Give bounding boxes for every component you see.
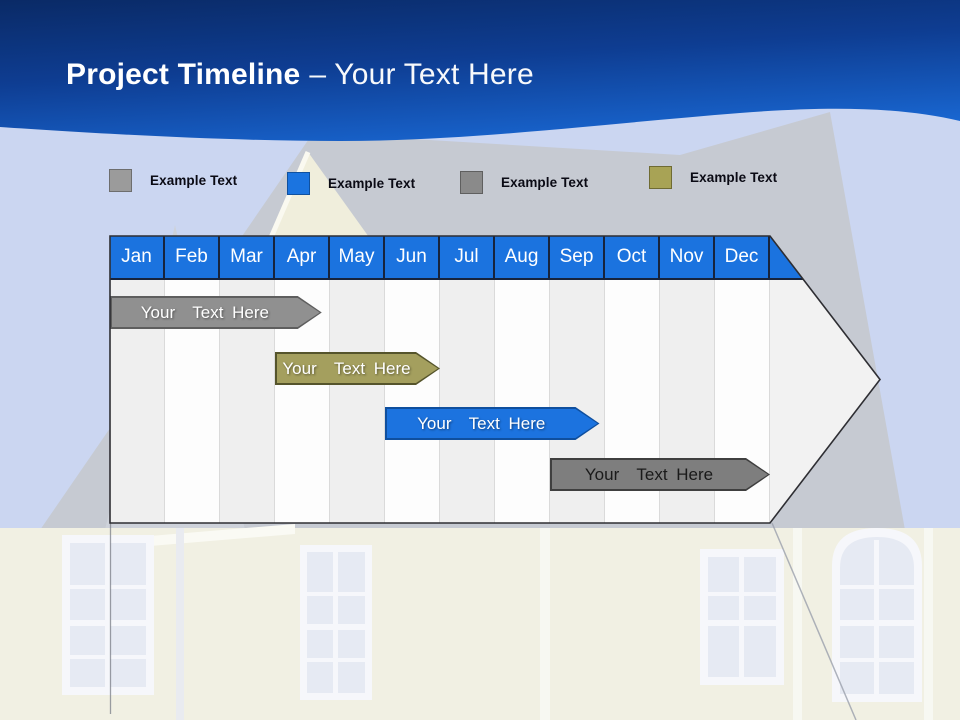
legend-label: Example Text	[150, 172, 238, 188]
timeline-bar-fill: Your Text Here	[552, 460, 768, 489]
wall-trim	[176, 528, 184, 720]
slide-title: Project Timeline– Your Text Here	[66, 58, 534, 92]
timeline-bar: Your Text Here	[550, 458, 770, 491]
timeline-bar-fill: Your Text Here	[112, 298, 320, 327]
legend-label: Example Text	[328, 175, 416, 191]
window	[62, 535, 154, 695]
legend-item: Example Text	[109, 168, 238, 192]
legend-swatch	[109, 168, 132, 192]
timeline-bar: Your Text Here	[275, 352, 440, 385]
legend-label: Example Text	[690, 169, 778, 185]
window	[300, 545, 372, 700]
month-column-jun	[385, 280, 440, 523]
timeline-bar-label: Your Text Here	[417, 413, 546, 433]
month-cell-mar: Mar	[220, 236, 275, 278]
legend-label: Example Text	[501, 174, 589, 190]
month-column-may	[330, 280, 385, 523]
month-cell-jan: Jan	[110, 236, 165, 278]
wall-trim	[540, 528, 550, 720]
wall-trim	[924, 528, 933, 720]
month-column-jul	[440, 280, 495, 523]
wall-trim	[793, 528, 802, 720]
legend-item: Example Text	[649, 165, 778, 189]
house-wall	[0, 528, 960, 720]
legend-item: Example Text	[287, 171, 416, 195]
slide-title-bold: Project Timeline	[66, 58, 301, 91]
timeline-bar-label: Your Text Here	[140, 302, 269, 322]
month-cell-may: May	[330, 236, 385, 278]
timeline-bar-fill: Your Text Here	[277, 354, 438, 383]
timeline-bar: Your Text Here	[385, 407, 600, 440]
legend: Example Text Example Text Example Text Exam…	[0, 0, 960, 195]
window	[832, 528, 922, 702]
timeline-bar: Your Text Here	[110, 296, 322, 329]
legend-swatch	[649, 165, 672, 189]
slide-title-rest: – Your Text Here	[309, 58, 534, 91]
arrow-tip-area	[770, 280, 880, 523]
legend-item: Example Text	[460, 170, 589, 194]
month-cell-jun: Jun	[385, 236, 440, 278]
window	[700, 549, 784, 685]
month-cell-feb: Feb	[165, 236, 220, 278]
fascia-board	[150, 524, 295, 546]
month-cell-jul: Jul	[440, 236, 495, 278]
month-cell-sep: Sep	[550, 236, 605, 278]
month-cell-apr: Apr	[275, 236, 330, 278]
legend-swatch	[287, 171, 310, 195]
timeline-bar-label: Your Text Here	[584, 464, 714, 484]
month-cell-dec: Dec	[715, 236, 770, 278]
timeline-bar-fill: Your Text Here	[387, 409, 598, 438]
legend-swatch	[460, 170, 483, 194]
month-cell-aug: Aug	[495, 236, 550, 278]
timeline-bar-label: Your Text Here	[282, 358, 411, 378]
month-cell-oct: Oct	[605, 236, 660, 278]
month-column-aug	[495, 280, 550, 523]
edge-line	[771, 522, 857, 720]
month-cell-nov: Nov	[660, 236, 715, 278]
